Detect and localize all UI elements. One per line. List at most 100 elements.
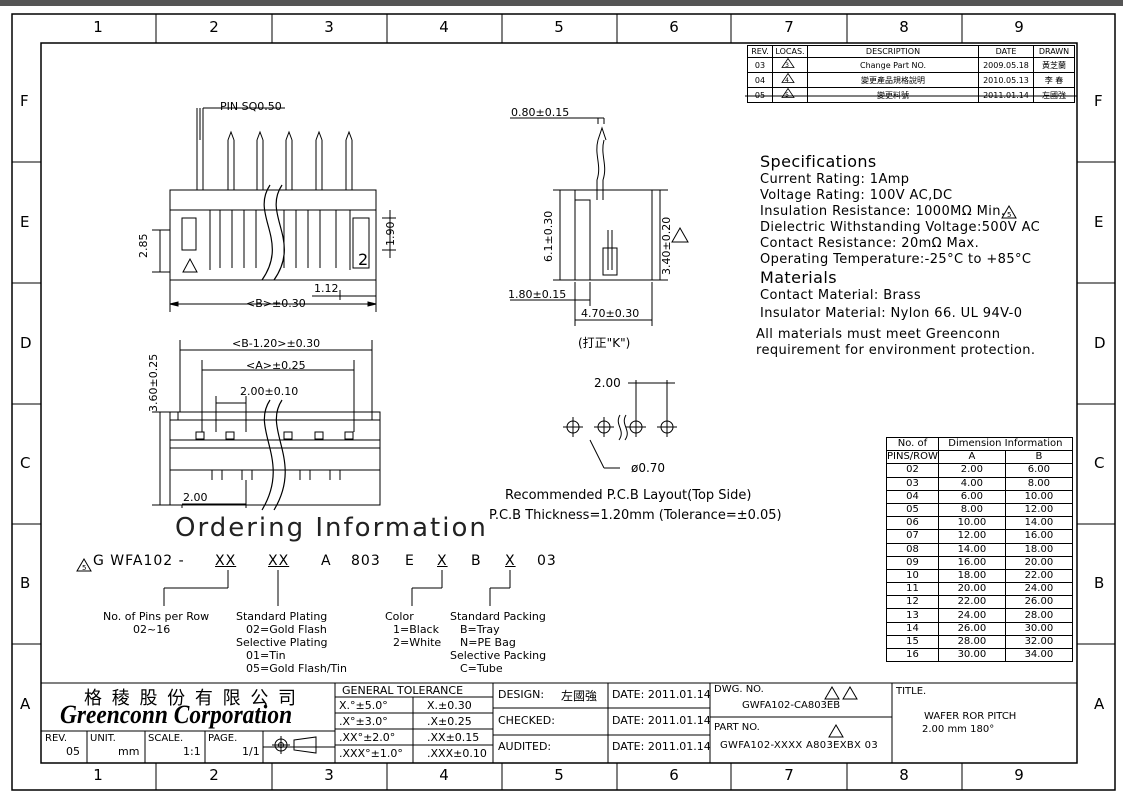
- plating-option: 02=Gold Flash: [246, 623, 327, 636]
- rev-value: 05: [66, 745, 80, 758]
- dimension-a: 24.00: [937, 608, 1006, 623]
- part-number: GWFA102-XXXX A803EXBX 03: [720, 740, 879, 751]
- design-date: DATE: 2011.01.14: [612, 688, 711, 701]
- window-top-bar: [0, 0, 1123, 6]
- ordering-code-part: E: [405, 553, 415, 569]
- unit-value: mm: [118, 745, 140, 758]
- pins-per-row: 15: [886, 634, 939, 650]
- title-line-2: 2.00 mm 180°: [922, 724, 995, 735]
- pins-row-header: PINS/ROW: [886, 450, 939, 465]
- dimension-b: 10.00: [1004, 489, 1073, 504]
- color-option: 1=Black: [393, 623, 439, 636]
- grid-column-top-5: 5: [554, 18, 564, 36]
- dimension-a: 20.00: [937, 582, 1006, 597]
- angular-tolerance: .X°±3.0°: [339, 715, 388, 728]
- pins-per-row: 06: [886, 516, 939, 531]
- spec-line: Insulation Resistance: 1000MΩ Min.: [760, 204, 1006, 219]
- dwg-revision-icons: [824, 685, 858, 700]
- dimension-b: 32.00: [1004, 634, 1073, 650]
- materials-title: Materials: [760, 268, 837, 287]
- packing-option: C=Tube: [460, 662, 503, 675]
- dim-2-00-edge: 2.00: [183, 491, 208, 504]
- grid-column-bottom-3: 3: [324, 766, 334, 784]
- col-b-header: B: [1004, 450, 1073, 465]
- grid-row-right-D: D: [1094, 334, 1106, 352]
- grid-row-left-F: F: [20, 92, 29, 110]
- col-a-header: A: [937, 450, 1006, 465]
- ordering-code-part: 803: [351, 553, 381, 569]
- grid-column-top-2: 2: [209, 18, 219, 36]
- pin-2-marker: 2: [358, 250, 369, 269]
- dimension-b: 26.00: [1004, 595, 1073, 610]
- dimension-b: 6.00: [1004, 463, 1073, 478]
- pins-per-row: 05: [886, 502, 939, 518]
- angular-tolerance: .XXX°±1.0°: [339, 747, 403, 760]
- locas-number: 5: [785, 92, 789, 99]
- packing-option: Selective Packing: [450, 649, 547, 662]
- revision-triangle-icon: [781, 72, 795, 83]
- scale-value: 1:1: [183, 745, 201, 758]
- pins-per-row: 14: [886, 621, 939, 636]
- dimension-a: 2.00: [937, 463, 1006, 478]
- color-option: 2=White: [393, 636, 442, 649]
- plating-option: 05=Gold Flash/Tin: [246, 662, 347, 675]
- dim-4-70: 4.70±0.30: [581, 307, 640, 320]
- grid-row-left-C: C: [20, 454, 31, 472]
- dimension-group-header: Dimension Information: [937, 436, 1073, 452]
- dimension-a: 12.00: [937, 529, 1006, 544]
- drawing-number-label: DWG. NO.: [714, 684, 764, 695]
- pin-size-label: PIN SQ0.50: [220, 100, 282, 113]
- grid-row-right-B: B: [1094, 574, 1105, 592]
- pins-per-row: 07: [886, 529, 939, 544]
- angular-tolerance: X.°±5.0°: [339, 699, 388, 712]
- dimension-header-row: No. of Dimension Information: [886, 436, 1073, 452]
- pins-per-row: 16: [886, 647, 939, 663]
- ordering-code-part: B: [471, 553, 482, 569]
- linear-tolerance: .XXX±0.10: [427, 747, 487, 760]
- dimension-a: 18.00: [937, 568, 1006, 584]
- grid-column-bottom-8: 8: [899, 766, 909, 784]
- dim-b: <B>±0.30: [246, 297, 306, 310]
- dim-0-80: 0.80±0.15: [511, 106, 570, 119]
- dimension-a: 26.00: [937, 621, 1006, 636]
- material-line: Insulator Material: Nylon 66. UL 94V-0: [760, 306, 1023, 321]
- ordering-code-part: XX: [215, 553, 237, 569]
- dimension-b: 28.00: [1004, 608, 1073, 623]
- linear-tolerance: X.±0.30: [427, 699, 472, 712]
- dimension-b: 16.00: [1004, 529, 1073, 544]
- angular-tolerance: .XX°±2.0°: [339, 731, 396, 744]
- grid-column-top-4: 4: [439, 18, 449, 36]
- locas-number: 3: [785, 62, 789, 69]
- plating-option: Selective Plating: [236, 636, 328, 649]
- part-number-label: PART NO.: [714, 722, 760, 733]
- grid-column-top-9: 9: [1014, 18, 1024, 36]
- company-name-chinese: 格 稜 股 份 有 限 公 司: [84, 688, 299, 709]
- pcb-caption: Recommended P.C.B Layout(Top Side): [505, 488, 752, 503]
- unit-label: UNIT.: [90, 733, 116, 744]
- grid-column-bottom-5: 5: [554, 766, 564, 784]
- plating-option: 01=Tin: [246, 649, 286, 662]
- dimension-table: No. of Dimension Information PINS/ROW A …: [886, 436, 1073, 663]
- grid-row-right-F: F: [1094, 92, 1103, 110]
- ordering-code-part: XX: [268, 553, 290, 569]
- page-value: 1/1: [242, 745, 260, 758]
- part-revision-icon: [828, 723, 844, 738]
- dimension-a: 14.00: [937, 542, 1006, 557]
- rev-label: REV.: [45, 733, 67, 744]
- packing-option: N=PE Bag: [460, 636, 516, 649]
- dimension-b: 14.00: [1004, 516, 1073, 531]
- materials-note-1: All materials must meet Greenconn: [756, 327, 1001, 342]
- grid-column-top-1: 1: [93, 18, 103, 36]
